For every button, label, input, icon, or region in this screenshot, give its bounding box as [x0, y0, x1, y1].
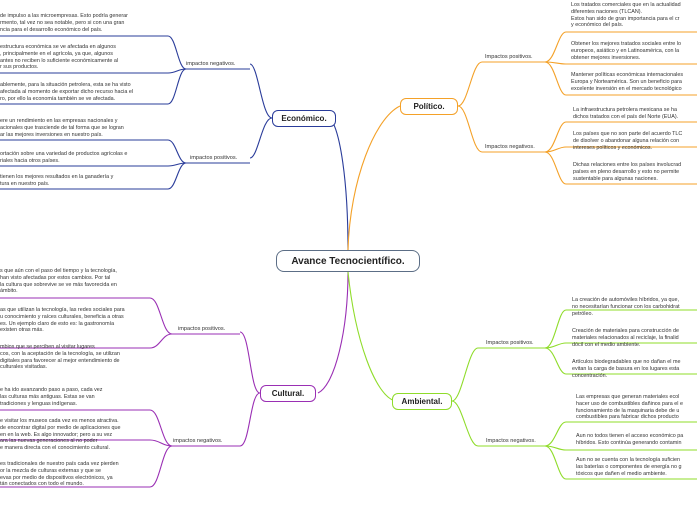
economico-negativo-1[interactable]: de impulso a las microempresas. Esto pod…	[0, 13, 128, 33]
economico-positivos-label[interactable]: impactos positivos.	[190, 155, 238, 161]
economico-negativo-2[interactable]: estructura económica se ve afectada en a…	[0, 44, 119, 71]
link-root-ambiental	[347, 271, 396, 402]
cultural-negativo-1[interactable]: e ha ido avanzando paso a paso, cada vez…	[0, 387, 103, 407]
politico-positivos-label[interactable]: Impactos positivos.	[485, 54, 533, 60]
topic-cultural[interactable]: Cultural.	[260, 385, 316, 402]
ambiental-positivo-1[interactable]: La creación de automóviles híbridos, ya …	[572, 297, 680, 317]
ambiental-negativo-3[interactable]: Aun no se cuenta con la tecnología sufic…	[576, 457, 682, 477]
cultural-positivo-2[interactable]: mbios que se perciben al visitar lugares…	[0, 344, 120, 371]
cultural-negativos-label[interactable]: impactos negativos.	[173, 438, 223, 444]
politico-negativos-label[interactable]: Impactos negativos.	[485, 144, 535, 150]
economico-negativo-3[interactable]: ablemente, para la situación petrolera, …	[0, 82, 134, 102]
topic-politico[interactable]: Político.	[400, 98, 458, 115]
politico-negativo-1[interactable]: La infraestructura petrolera mexicana se…	[573, 107, 679, 120]
link-root-politico	[347, 105, 401, 251]
ambiental-negativo-1[interactable]: Las empresas que generan materiales ecol…	[576, 394, 683, 421]
ambiental-negativos-label[interactable]: Impactos negativos.	[486, 438, 536, 444]
politico-negativo-2[interactable]: Los países que no son parte del acuerdo …	[573, 131, 683, 151]
link-root-cultural	[317, 271, 349, 394]
cultural-positivos-label[interactable]: impactos positivos.	[178, 326, 226, 332]
ambiental-negativo-2[interactable]: Aun no todos tienen el acceso económico …	[576, 433, 684, 446]
cultural-positivo-1[interactable]: as que utilizan la tecnología, las redes…	[0, 307, 125, 334]
link-root-economico	[329, 117, 349, 251]
economico-positivo-1[interactable]: ere un rendimiento en las empresas nacio…	[0, 118, 124, 138]
politico-negativo-3[interactable]: Dichas relaciones entre los países invol…	[573, 162, 682, 182]
cultural-negativo-3[interactable]: es tradicionales de nuestro país cada ve…	[0, 461, 119, 488]
root-topic[interactable]: Avance Tecnocientífico.	[276, 250, 420, 272]
ambiental-positivo-2[interactable]: Creación de materiales para construcción…	[572, 328, 679, 348]
topic-economico[interactable]: Económico.	[272, 110, 336, 127]
economico-positivo-3[interactable]: tienen los mejores resultados en la gana…	[0, 174, 114, 187]
ambiental-positivo-3[interactable]: Artículos biodegradables que no dañan el…	[572, 359, 681, 379]
cultural-negativo-2[interactable]: e visitar los museos cada vez es menos a…	[0, 418, 121, 452]
politico-positivo-1[interactable]: Los tratados comerciales que en la actua…	[571, 2, 681, 29]
topic-ambiental[interactable]: Ambiental.	[392, 393, 452, 410]
economico-negativos-label[interactable]: impactos negativos.	[186, 61, 236, 67]
cultural-intro[interactable]: s que aún con el paso del tiempo y la te…	[0, 268, 117, 295]
ambiental-positivos-label[interactable]: Impactos positivos.	[486, 340, 534, 346]
politico-positivo-3[interactable]: Mantener políticas económicas internacio…	[571, 72, 684, 92]
politico-positivo-2[interactable]: Obtener los mejores tratados sociales en…	[571, 41, 681, 61]
economico-positivo-2[interactable]: ortación sobre una variedad de productos…	[0, 151, 128, 164]
